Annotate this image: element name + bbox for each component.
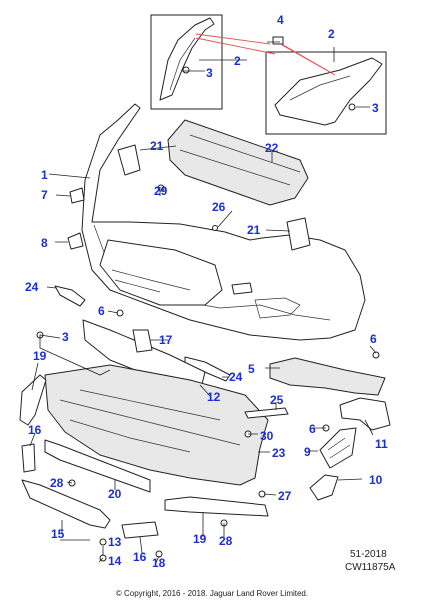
callout-25: 25: [270, 393, 284, 407]
callout-29: 29: [154, 184, 168, 198]
callout-6-lower: 6: [309, 422, 316, 436]
callout-27: 27: [278, 489, 292, 503]
fastener-3-left: [182, 66, 190, 74]
clip-4: [272, 36, 284, 45]
part-23-undertray: [44, 364, 269, 486]
part-21-lower: [286, 217, 311, 251]
part-8-clip: [67, 232, 84, 250]
callout-19-left: 19: [33, 349, 47, 363]
part-22-support: [167, 119, 309, 206]
part-15-splitter: [21, 479, 111, 529]
callout-18: 18: [152, 556, 166, 570]
part-19-lower-strip: [164, 496, 269, 517]
callout-16-left: 16: [28, 423, 42, 437]
part-25-strip: [244, 407, 289, 419]
callout-3-lower: 3: [62, 330, 69, 344]
fastener-26: [212, 225, 218, 231]
callout-3-inset-left: 3: [206, 66, 213, 80]
bumper-grille-opening: [99, 239, 223, 306]
reference-code: 51-2018: [350, 549, 387, 560]
part-19-left-trim: [19, 374, 47, 426]
part-7-clip: [69, 187, 85, 204]
callout-10: 10: [369, 473, 383, 487]
fog-lamp-aperture: [231, 282, 253, 295]
callout-2-right: 2: [328, 27, 335, 41]
callout-23: 23: [272, 446, 286, 460]
callout-21-lower: 21: [247, 223, 261, 237]
callout-7: 7: [41, 188, 48, 202]
callout-24-right: 24: [229, 370, 243, 384]
callout-30: 30: [260, 429, 274, 443]
callout-2-left: 2: [234, 54, 241, 68]
diagram-id: CW11875A: [345, 562, 396, 573]
callout-15: 15: [51, 527, 65, 541]
part-16-lower: [121, 521, 159, 539]
callout-1: 1: [41, 168, 48, 182]
part-20-strip: [44, 439, 151, 493]
fastener-3-right: [348, 103, 356, 111]
part-2-right-bracket: [274, 57, 383, 126]
callout-6-mid: 6: [98, 304, 105, 318]
part-17-clips: [132, 329, 153, 353]
part-24-left-strip: [54, 285, 86, 307]
callout-22: 22: [265, 141, 279, 155]
part-9-grille: [319, 427, 357, 469]
screw-29: [157, 184, 165, 192]
callout-4: 4: [277, 13, 284, 27]
callout-5: 5: [248, 362, 255, 376]
callout-19-lower: 19: [193, 532, 207, 546]
callout-16-lower: 16: [133, 550, 147, 564]
callout-14: 14: [108, 554, 122, 568]
callout-12: 12: [207, 390, 221, 404]
callout-20: 20: [108, 487, 122, 501]
callout-28-right: 28: [219, 534, 233, 548]
callout-11: 11: [375, 437, 388, 451]
fastener-13: [99, 538, 107, 546]
fastener-6-right: [372, 351, 380, 359]
part-16-left: [21, 443, 36, 473]
callout-8: 8: [41, 236, 48, 250]
callout-28-left: 28: [50, 476, 64, 490]
part-10-surround: [309, 474, 339, 501]
part-21-upper: [117, 144, 141, 176]
callout-26: 26: [212, 200, 226, 214]
copyright-notice: © Copyright, 2016 - 2018. Jaguar Land Ro…: [115, 589, 309, 598]
callout-13: 13: [108, 535, 122, 549]
callout-9: 9: [304, 445, 311, 459]
part-11-bracket: [339, 397, 391, 431]
callout-24-left: 24: [25, 280, 39, 294]
fastener-18: [155, 550, 163, 558]
callout-3-inset-right: 3: [372, 101, 379, 115]
callout-21-upper: 21: [150, 139, 164, 153]
callout-17: 17: [159, 333, 173, 347]
callout-6-right: 6: [370, 332, 377, 346]
part-5-bracket: [269, 357, 386, 396]
